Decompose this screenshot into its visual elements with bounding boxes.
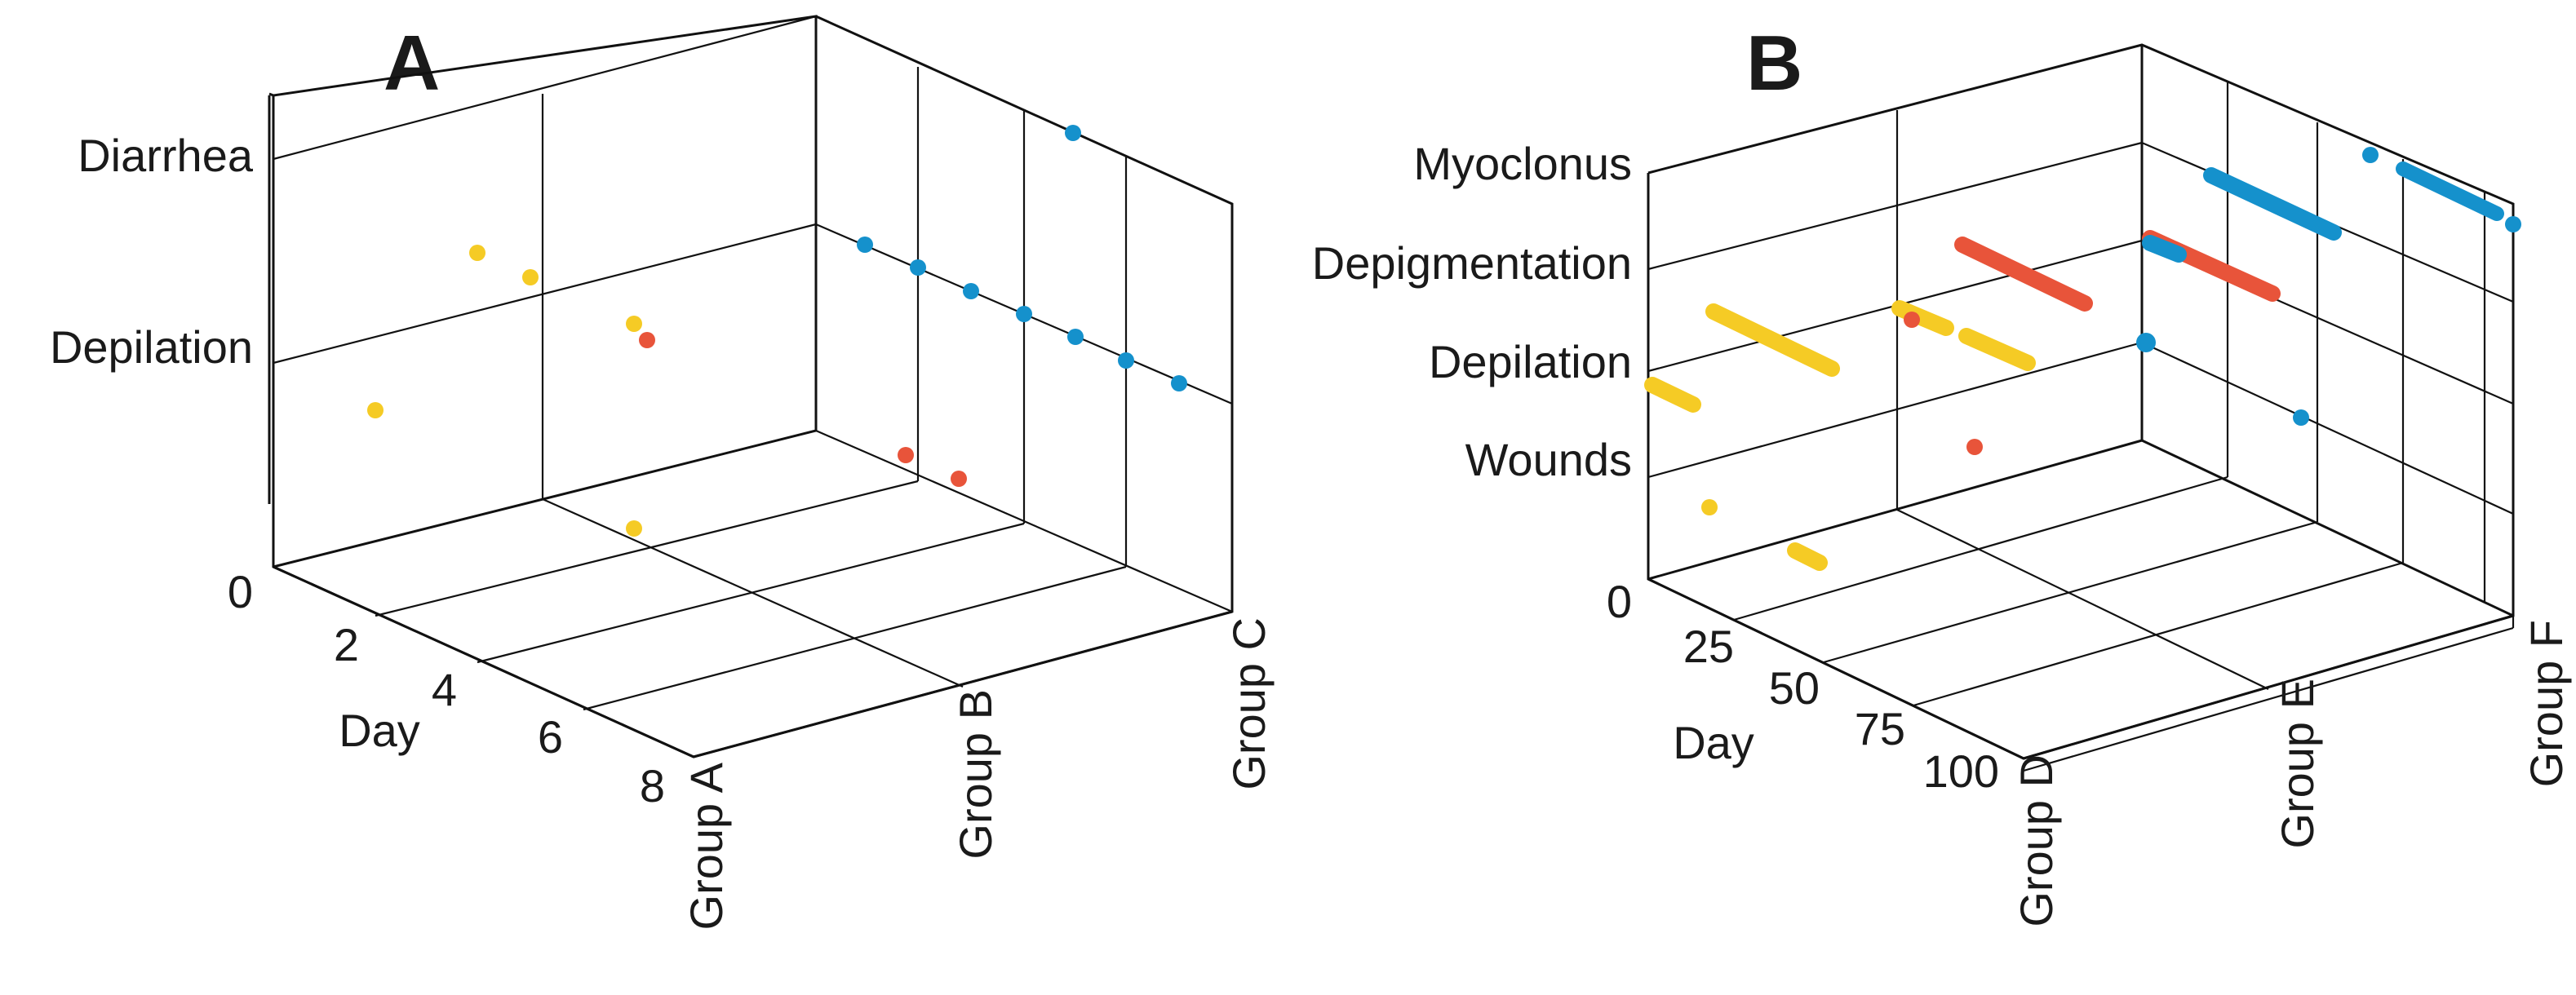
panel-b-run-yellow	[1644, 377, 1701, 413]
panel-b-run-blue	[2142, 235, 2187, 263]
panel-a-point-yellow	[626, 316, 642, 332]
panel-a-group-tick: Group A	[681, 762, 732, 930]
panel-b-run-blue	[2396, 161, 2504, 221]
panel-a-grid	[542, 498, 964, 688]
panel-b-grid	[1647, 341, 2143, 479]
panel-b-group-tick: Group D	[2011, 754, 2062, 927]
panel-b-run-yellow	[1787, 542, 1828, 571]
panel-a-z-tick: 0	[228, 566, 253, 617]
panel-a-points	[367, 125, 1187, 537]
panel-b-x-tick: 75	[1855, 703, 1905, 754]
panel-a-grid	[273, 429, 817, 568]
panel-a: A Diarrhea Depilation 0	[50, 15, 1275, 930]
panel-b-x-title: Day	[1673, 717, 1754, 768]
panel-a-grid	[273, 223, 817, 365]
panel-b-run-yellow	[1891, 300, 1954, 336]
panel-b-point-red	[1966, 439, 1983, 455]
panel-b-x-tick: 25	[1683, 621, 1734, 672]
panel-a-point-blue	[910, 259, 926, 276]
panel-b-point-yellow	[1701, 499, 1718, 515]
panel-b-point-red	[1904, 312, 1920, 328]
panel-a-z-tick: Diarrhea	[78, 130, 254, 181]
panel-b-x-tick: 50	[1769, 662, 1820, 714]
panel-b-label: B	[1746, 20, 1802, 107]
panel-b-group-tick: Group E	[2272, 679, 2323, 849]
panel-a-point-blue	[857, 237, 873, 253]
panel-a-x-tick: 8	[640, 760, 665, 811]
panel-a-group-tick: Group C	[1223, 617, 1275, 790]
panel-a-x-tick: 2	[334, 619, 359, 670]
panel-b-floor-back	[1647, 439, 2143, 581]
panel-b-point-blue	[2136, 333, 2156, 352]
panel-a-point-blue	[1016, 306, 1032, 322]
panel-a-x-tick: 6	[538, 711, 563, 763]
panel-a-z-tick: Depilation	[50, 321, 253, 373]
panel-a-x-axis	[693, 610, 1233, 758]
panel-a-point-red	[639, 332, 655, 348]
panel-a-grid	[375, 480, 919, 617]
panel-a-back-wall	[272, 15, 818, 568]
panel-a-group-tick: Group B	[950, 689, 1001, 860]
panel-b-runs	[1644, 147, 2521, 571]
panel-a-point-blue	[1118, 352, 1134, 369]
panel-b-frame	[1647, 43, 2515, 760]
panel-a-grid	[273, 15, 817, 161]
panel-a-point-yellow	[367, 402, 384, 418]
panel-b-z-tick: Depigmentation	[1312, 237, 1632, 289]
panel-b-run-yellow	[1958, 328, 2036, 371]
panel-a-point-red	[898, 447, 914, 463]
panel-b: B Myoclonus Depigmentation Depilation Wo…	[1312, 20, 2572, 927]
panel-a-x-tick: 4	[432, 664, 457, 715]
panel-b-run-red	[1954, 237, 2093, 312]
panel-b-point-blue	[2505, 216, 2521, 232]
panel-a-grid	[815, 15, 1233, 206]
panel-a-point-yellow	[522, 269, 539, 285]
panel-b-x-tick: 100	[1923, 745, 1999, 797]
panel-a-point-blue	[1067, 329, 1084, 345]
panel-b-grid	[2023, 626, 2514, 772]
panel-b-run-blue	[2203, 167, 2342, 241]
panel-b-grid	[1733, 475, 2228, 621]
panel-a-point-yellow	[469, 245, 485, 261]
panel-b-grid	[1896, 509, 2269, 690]
panel-a-label: A	[384, 20, 440, 107]
panel-a-x-title: Day	[339, 705, 420, 756]
panel-b-floor-right	[2141, 439, 2514, 617]
panel-a-point-red	[951, 471, 967, 487]
panel-a-point-blue	[1171, 375, 1187, 391]
panel-b-run-yellow	[1705, 303, 1840, 377]
panel-a-point-blue	[963, 283, 979, 299]
panel-b-grid	[1913, 561, 2404, 707]
panel-a-day-axis	[273, 565, 694, 758]
panel-b-point-blue	[2362, 147, 2379, 163]
panel-a-grid	[815, 429, 1233, 613]
panel-b-z-tick: Wounds	[1465, 434, 1632, 485]
panel-a-point-yellow	[626, 520, 642, 537]
panel-b-grid	[2141, 342, 2514, 515]
panel-b-day-axis	[1647, 577, 2024, 760]
panel-b-grid	[1647, 141, 2143, 271]
panel-b-grid	[1823, 520, 2318, 664]
panel-b-z-tick: 0	[1607, 576, 1632, 627]
panel-b-point-blue	[2293, 409, 2309, 426]
panel-a-left-box	[272, 15, 1234, 758]
panel-b-group-tick: Group F	[2521, 620, 2572, 787]
panel-b-x-axis	[2023, 614, 2514, 760]
panel-a-point-blue	[1065, 125, 1081, 141]
panel-b-z-tick: Depilation	[1429, 336, 1632, 387]
panel-b-z-tick: Myoclonus	[1413, 138, 1632, 189]
